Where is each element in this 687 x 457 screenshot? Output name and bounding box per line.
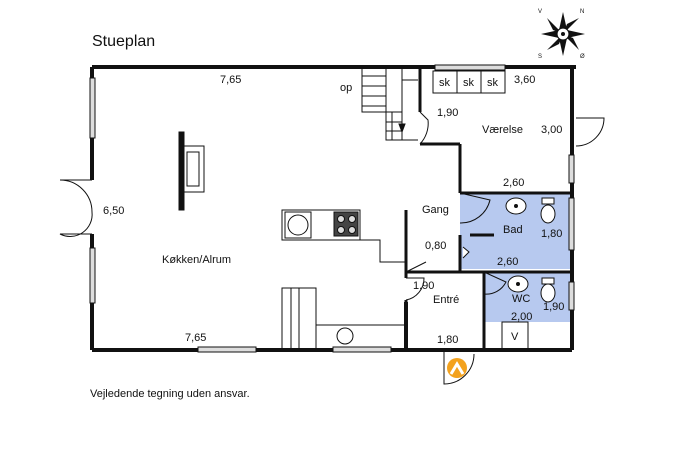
fireplace bbox=[178, 131, 205, 211]
bedroom-label: Værelse bbox=[482, 124, 523, 136]
disclaimer-text: Vejledende tegning uden ansvar. bbox=[90, 388, 250, 400]
doors bbox=[59, 111, 605, 385]
v-label: V bbox=[511, 331, 519, 343]
compass-east-label: Ø bbox=[580, 54, 585, 60]
wardrobe-label-3: sk bbox=[487, 77, 499, 89]
compass-rose-icon bbox=[541, 12, 585, 56]
staircase bbox=[361, 67, 418, 141]
dim-entry-width: 1,80 bbox=[437, 334, 458, 346]
wardrobe-label-1: sk bbox=[439, 77, 451, 89]
kitchen-counter bbox=[281, 209, 406, 263]
kitchen-island bbox=[281, 287, 406, 351]
stairs-up-label: op bbox=[340, 82, 352, 94]
dim-wc-width: 2,00 bbox=[511, 311, 532, 323]
dim-bath-height: 1,80 bbox=[541, 228, 562, 240]
entry-label: Entré bbox=[433, 294, 459, 306]
dim-top-width: 7,65 bbox=[220, 74, 241, 86]
dim-left-height: 6,50 bbox=[103, 205, 124, 217]
bathroom-fixtures bbox=[462, 197, 556, 351]
compass-north-label: N bbox=[580, 9, 584, 15]
dim-bath-width-bottom: 2,60 bbox=[497, 256, 518, 268]
page-title: Stueplan bbox=[92, 33, 156, 50]
wardrobe-label-2: sk bbox=[463, 77, 475, 89]
hall-label: Gang bbox=[422, 204, 449, 216]
dim-bottom-width: 7,65 bbox=[185, 332, 206, 344]
compass-west-label: V bbox=[538, 9, 542, 15]
dim-bedroom-width: 3,60 bbox=[514, 74, 535, 86]
dim-bedroom-side: 1,90 bbox=[437, 107, 458, 119]
wardrobes bbox=[432, 70, 506, 94]
wc-label: WC bbox=[512, 293, 530, 305]
dim-entry-side: 1,90 bbox=[413, 280, 434, 292]
living-kitchen-label: Køkken/Alrum bbox=[162, 254, 231, 266]
dim-bath-width-top: 2,60 bbox=[503, 177, 524, 189]
dim-hall-width: 0,80 bbox=[425, 240, 446, 252]
bath-label: Bad bbox=[503, 224, 523, 236]
windows bbox=[89, 64, 575, 353]
entrance-arrow-icon bbox=[447, 358, 467, 378]
compass-south-label: S bbox=[538, 54, 542, 60]
dim-bedroom-height: 3,00 bbox=[541, 124, 562, 136]
dim-wc-height: 1,90 bbox=[543, 301, 564, 313]
